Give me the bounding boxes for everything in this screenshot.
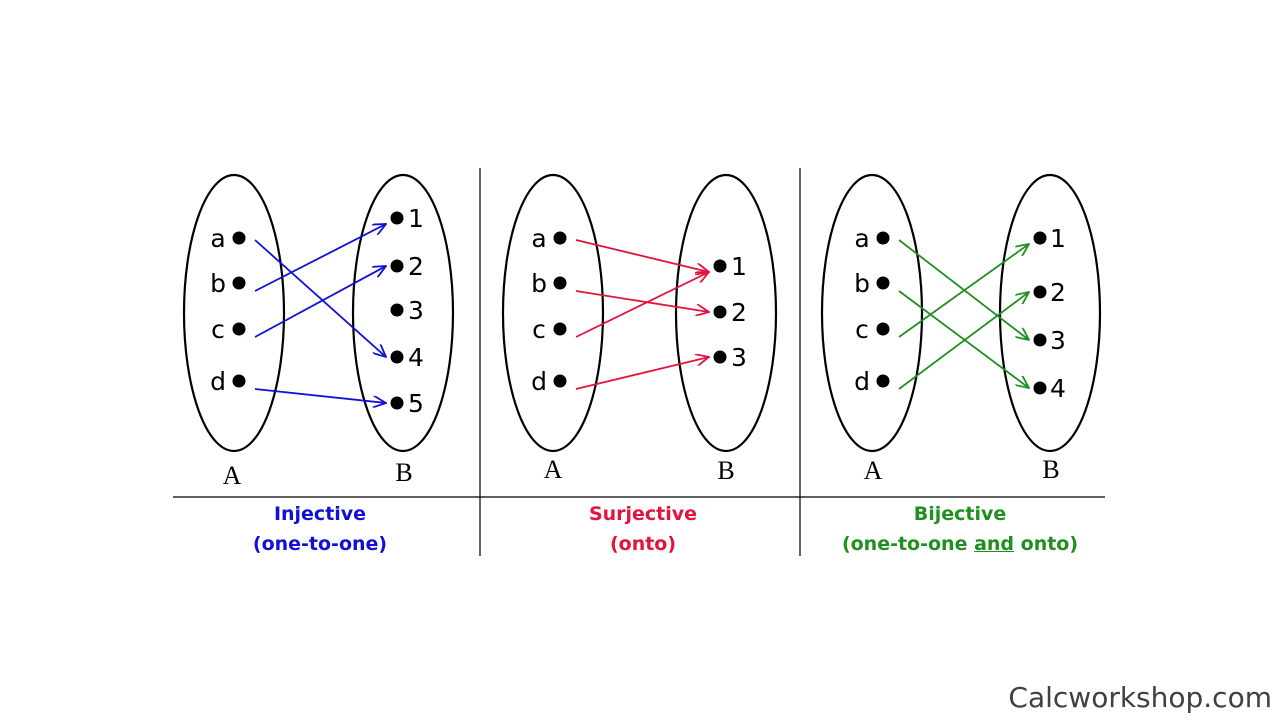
domain-d-surjective: d xyxy=(531,367,547,396)
domain-a-bijective: a xyxy=(854,224,869,253)
arrow-d-to-3-surjective xyxy=(575,357,709,390)
caption-bijective-subtitle-start: (one-to-one xyxy=(841,533,975,555)
domain-dot-d-bijective xyxy=(876,374,890,388)
domain-dot-b-surjective xyxy=(553,276,567,290)
set-b-label-surjective: B xyxy=(717,456,734,485)
set-a-oval-bijective xyxy=(820,173,924,453)
codomain-3-bijective: 3 xyxy=(1050,326,1066,355)
set-a-label-surjective: A xyxy=(544,455,563,484)
caption-surjective: Surjective (onto) xyxy=(493,499,793,559)
arrow-d-to-2-bijective xyxy=(898,292,1029,390)
set-a-oval-injective xyxy=(182,173,286,453)
set-b-oval-surjective xyxy=(674,173,778,453)
caption-bijective: Bijective (one-to-one and onto) xyxy=(810,499,1110,559)
domain-b-injective: b xyxy=(210,269,226,298)
domain-a-injective: a xyxy=(210,224,225,253)
caption-bijective-subtitle-end: onto) xyxy=(1014,533,1079,555)
domain-a-surjective: a xyxy=(531,224,546,253)
domain-d-bijective: d xyxy=(854,367,870,396)
caption-injective-title: Injective xyxy=(273,503,367,525)
arrow-b-to-1-injective xyxy=(254,224,386,292)
codomain-5-injective: 5 xyxy=(408,389,424,418)
codomain-4-injective: 4 xyxy=(408,343,424,372)
caption-bijective-subtitle-and: and xyxy=(974,533,1015,555)
codomain-2-injective: 2 xyxy=(408,252,424,281)
codomain-4-bijective: 4 xyxy=(1050,374,1066,403)
codomain-dot-5-injective xyxy=(390,396,404,410)
codomain-3-injective: 3 xyxy=(408,296,424,325)
domain-dot-c-bijective xyxy=(876,322,890,336)
caption-surjective-subtitle: (onto) xyxy=(609,533,677,555)
codomain-1-surjective: 1 xyxy=(731,252,747,281)
codomain-dot-3-surjective xyxy=(713,350,727,364)
domain-dot-a-surjective xyxy=(553,231,567,245)
codomain-dot-2-injective xyxy=(390,259,404,273)
set-b-label-bijective: B xyxy=(1042,455,1059,484)
caption-injective: Injective (one-to-one) xyxy=(170,499,470,559)
codomain-2-bijective: 2 xyxy=(1050,278,1066,307)
set-b-oval-injective xyxy=(351,173,455,453)
domain-c-injective: c xyxy=(211,315,225,344)
arrow-c-to-2-injective xyxy=(254,266,386,338)
domain-c-bijective: c xyxy=(855,315,869,344)
domain-dot-c-injective xyxy=(232,322,246,336)
codomain-dot-4-injective xyxy=(390,350,404,364)
caption-surjective-title: Surjective xyxy=(588,503,698,525)
codomain-dot-4-bijective xyxy=(1033,381,1047,395)
domain-dot-b-injective xyxy=(232,276,246,290)
domain-d-injective: d xyxy=(210,367,226,396)
codomain-2-surjective: 2 xyxy=(731,298,747,327)
codomain-dot-3-bijective xyxy=(1033,333,1047,347)
set-a-label-bijective: A xyxy=(864,456,883,485)
codomain-dot-3-injective xyxy=(390,303,404,317)
arrow-c-to-1-bijective xyxy=(898,244,1029,338)
domain-dot-d-injective xyxy=(232,374,246,388)
set-b-oval-bijective xyxy=(998,173,1102,453)
domain-dot-a-bijective xyxy=(876,231,890,245)
arrow-b-to-2-surjective xyxy=(575,290,709,312)
codomain-dot-1-injective xyxy=(390,211,404,225)
domain-dot-a-injective xyxy=(232,231,246,245)
arrow-c-to-1-surjective xyxy=(575,272,709,338)
set-a-oval-surjective xyxy=(501,173,605,453)
domain-dot-d-surjective xyxy=(553,374,567,388)
codomain-dot-2-bijective xyxy=(1033,285,1047,299)
arrow-a-to-4-injective xyxy=(254,239,386,357)
codomain-dot-2-surjective xyxy=(713,305,727,319)
codomain-3-surjective: 3 xyxy=(731,343,747,372)
watermark: Calcworkshop.com xyxy=(1008,681,1272,714)
domain-b-bijective: b xyxy=(854,269,870,298)
codomain-1-injective: 1 xyxy=(408,204,424,233)
caption-bijective-subtitle: (one-to-one and onto) xyxy=(810,529,1110,559)
caption-injective-subtitle: (one-to-one) xyxy=(252,533,388,555)
set-b-label-injective: B xyxy=(395,458,412,487)
arrow-d-to-5-injective xyxy=(254,388,386,403)
domain-dot-c-surjective xyxy=(553,322,567,336)
codomain-dot-1-bijective xyxy=(1033,231,1047,245)
codomain-dot-1-surjective xyxy=(713,259,727,273)
domain-c-surjective: c xyxy=(532,315,546,344)
caption-bijective-title: Bijective xyxy=(913,503,1007,525)
arrow-a-to-1-surjective xyxy=(575,239,709,272)
domain-dot-b-bijective xyxy=(876,276,890,290)
set-a-label-injective: A xyxy=(223,461,242,490)
codomain-1-bijective: 1 xyxy=(1050,224,1066,253)
domain-b-surjective: b xyxy=(531,269,547,298)
